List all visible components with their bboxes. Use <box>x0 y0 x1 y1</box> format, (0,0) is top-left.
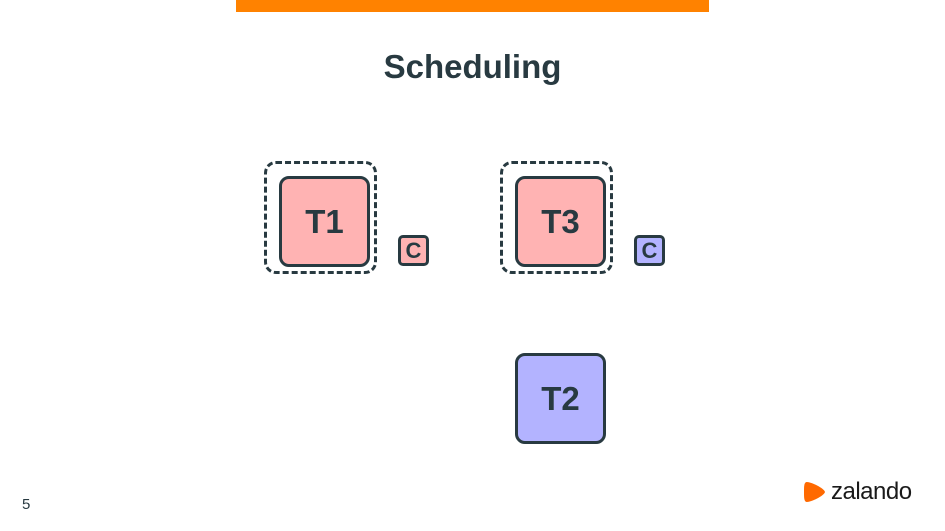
logo-wordmark: zalando <box>831 478 912 505</box>
task-t3: T3 <box>515 176 606 267</box>
task-group-dashed <box>264 161 377 274</box>
slide-number: 5 <box>22 496 31 513</box>
top-accent-bar <box>236 0 709 12</box>
task-t2: T2 <box>515 353 606 444</box>
zalando-flag-icon <box>804 482 825 502</box>
zalando-logo: zalando <box>802 478 912 506</box>
task-group-dashed <box>500 161 613 274</box>
slide-title: Scheduling <box>383 48 562 85</box>
task-t1: T1 <box>279 176 370 267</box>
chip-c-red: C <box>398 235 429 266</box>
chip-c-blue: C <box>634 235 665 266</box>
